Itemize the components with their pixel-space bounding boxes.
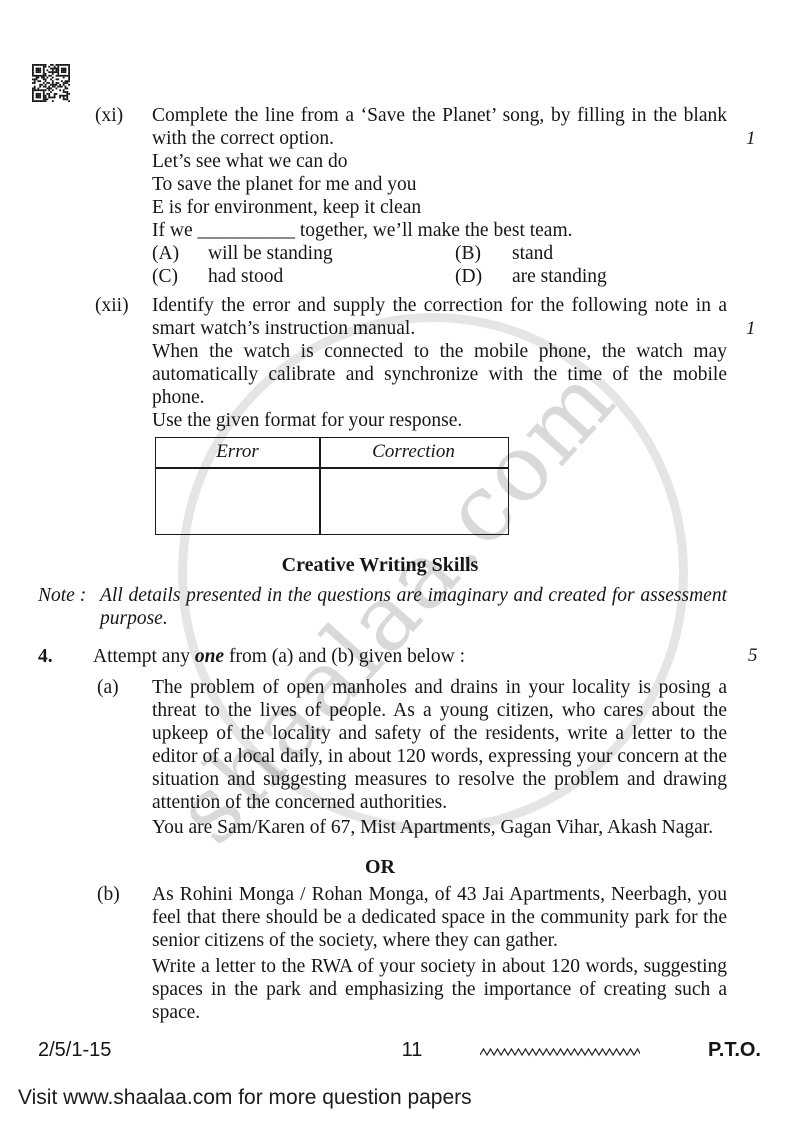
zigzag-line-icon [480, 1047, 640, 1057]
question-xii-body: When the watch is connected to the mobil… [152, 341, 727, 408]
option-c-text: had stood [208, 266, 284, 287]
table-header-divider [156, 467, 508, 469]
option-c-key: (C) [152, 266, 178, 287]
question-4b-para1: As Rohini Monga / Rohan Monga, of 43 Jai… [152, 884, 727, 951]
q4-prompt-suffix: from (a) and (b) given below : [224, 646, 466, 667]
q4-prompt-emphasis: one [194, 646, 225, 667]
or-separator: OR [365, 856, 395, 878]
error-correction-table: Error Correction [155, 437, 509, 535]
question-xii-label: (xii) [95, 295, 129, 316]
question-xi-marks: 1 [746, 128, 756, 149]
pto-label: P.T.O. [708, 1039, 761, 1061]
question-xii-prompt: Identify the error and supply the correc… [152, 295, 727, 339]
q4-prompt-prefix: Attempt any [93, 646, 195, 667]
song-line-1: Let’s see what we can do [152, 151, 348, 172]
question-4-number: 4. [38, 646, 53, 667]
visit-caption: Visit www.shaalaa.com for more question … [18, 1086, 472, 1109]
question-xi-prompt: Complete the line from a ‘Save the Plane… [152, 105, 727, 149]
option-b-text: stand [512, 243, 554, 264]
song-line-3: E is for environment, keep it clean [152, 197, 422, 218]
question-4b-para2: Write a letter to the RWA of your societ… [152, 956, 727, 1023]
table-header-error: Error [216, 441, 259, 462]
section-title: Creative Writing Skills [281, 554, 479, 576]
page-number: 11 [401, 1039, 423, 1061]
question-4a-label: (a) [97, 677, 119, 698]
question-4-prompt: Attempt any one from (a) and (b) given b… [93, 645, 693, 668]
song-line-4: If we __________ together, we’ll make th… [152, 220, 573, 241]
option-d-key: (D) [455, 266, 483, 287]
question-4a-para1: The problem of open manholes and drains … [152, 677, 727, 813]
qr-code-icon [32, 64, 70, 102]
table-column-divider [319, 438, 321, 534]
option-d-text: are standing [512, 266, 607, 287]
paper-code: 2/5/1-15 [38, 1039, 112, 1061]
option-a-text: will be standing [208, 243, 333, 264]
note-label: Note : [38, 585, 87, 606]
option-b-key: (B) [455, 243, 481, 264]
option-a-key: (A) [152, 243, 180, 264]
question-4-marks: 5 [748, 645, 758, 666]
song-line-2: To save the planet for me and you [152, 174, 417, 195]
question-4a-para2: You are Sam/Karen of 67, Mist Apartments… [152, 817, 714, 838]
note-text: All details presented in the questions a… [100, 585, 727, 629]
table-header-correction: Correction [372, 441, 455, 462]
question-xi-label: (xi) [95, 105, 124, 126]
question-xii-marks: 1 [746, 318, 756, 339]
format-instruction: Use the given format for your response. [152, 410, 463, 431]
question-4b-label: (b) [97, 884, 120, 905]
